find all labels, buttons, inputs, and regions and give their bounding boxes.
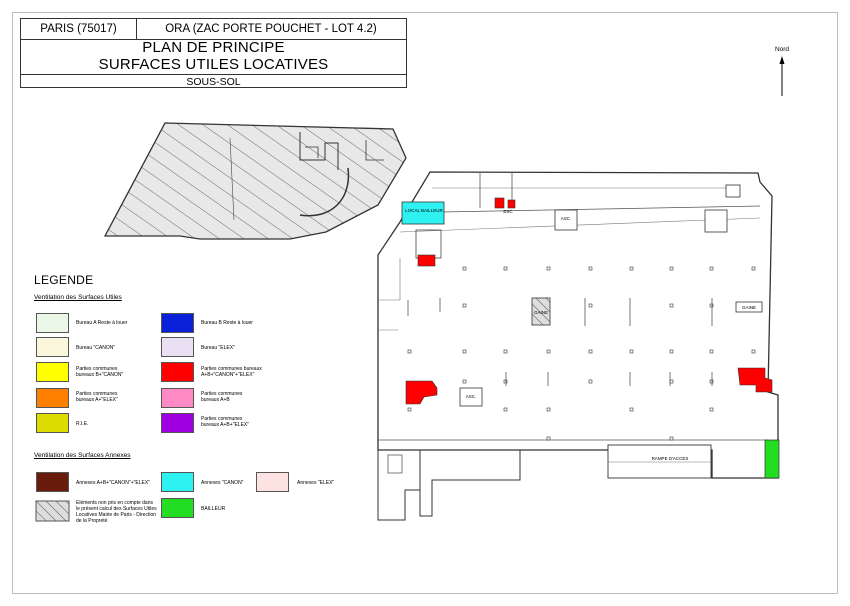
label-gaine-center: GAINE (533, 310, 548, 315)
legend-label-pc-a-elex: Parties communes bureaux A+"ELEX" (76, 391, 118, 403)
level-label: SOUS-SOL (21, 74, 406, 89)
legend-label-annex-elex: Annexes "ELEX" (297, 480, 335, 486)
project-label: ORA (ZAC PORTE POUCHET - LOT 4.2) (165, 23, 377, 35)
legend-swatch-elex (161, 337, 194, 357)
plan-title: PLAN DE PRINCIPE (142, 39, 285, 56)
legend-swatch-pc-a-elex (36, 388, 69, 408)
legend-label-annex-all: Annexes A+B+"CANON"+"ELEX" (76, 480, 150, 486)
room-common-red-2 (494, 197, 505, 209)
legend-label-pc-a-b: Parties communes bureaux A+B (201, 391, 243, 403)
room-common-red-3 (507, 199, 516, 209)
legend-swatch-annex-all (36, 472, 69, 492)
basement-outline (377, 171, 779, 521)
label-asc-bottom: ASC. (465, 394, 477, 399)
title-block-header: PARIS (75017) ORA (ZAC PORTE POUCHET - L… (21, 19, 406, 40)
legend-label-bureau-b: Bureau B Reste à louer (201, 320, 253, 326)
room-local-bailleur (401, 201, 445, 225)
legend-swatch-pc-b-canon (36, 362, 69, 382)
legend-section-annex: Ventilation des Surfaces Annexes (34, 452, 131, 459)
room-bailleur-green (764, 439, 780, 479)
legend-swatch-bailleur (161, 498, 194, 518)
legend-swatch-hatch (35, 500, 70, 522)
legend-swatch-pc-all (161, 362, 194, 382)
legend-swatch-pc-a-b-elex (161, 413, 194, 433)
city-label: PARIS (75017) (21, 19, 137, 39)
legend-swatch-canon (36, 337, 69, 357)
room-common-red-4 (405, 380, 438, 405)
legend-label-bureau-a: Bureau A Reste à louer (76, 320, 128, 326)
legend-label-pc-all: Parties communes bureaux A+B+"CANON"+"EL… (201, 366, 262, 378)
drawing-frame (12, 12, 838, 594)
legend-label-bailleur: BAILLEUR (201, 506, 226, 512)
plan-subtitle: SURFACES UTILES LOCATIVES (98, 56, 329, 73)
legend-label-annex-canon: Annexes "CANON" (201, 480, 244, 486)
room-common-red-1 (417, 254, 436, 267)
legend-label-rie: R.I.E. (76, 421, 89, 427)
label-rampe: RAMPE D'ACCES (651, 456, 689, 461)
label-asc-top: ASC. (560, 216, 572, 221)
legend-swatch-bureau-b (161, 313, 194, 333)
legend-label-pc-a-b-elex: Parties communes bureaux A+B+"ELEX" (201, 416, 250, 428)
label-esc: ESC (503, 209, 513, 214)
label-gaine-right: GAINE (741, 305, 756, 310)
north-label: Nord (774, 46, 790, 53)
legend-swatch-bureau-a (36, 313, 69, 333)
label-local-bailleur: LOCAL BAILLEUR (405, 208, 443, 213)
room-common-red-5 (737, 367, 773, 393)
legend-title: LEGENDE (34, 273, 94, 287)
legend-label-pc-b-canon: Parties communes bureaux B+"CANON" (76, 366, 124, 378)
title-block: PARIS (75017) ORA (ZAC PORTE POUCHET - L… (20, 18, 407, 88)
legend-swatch-pc-a-b (161, 388, 194, 408)
legend-label-canon: Bureau "CANON" (76, 345, 116, 351)
legend-swatch-annex-canon (161, 472, 194, 492)
legend-label-excluded: Eléments non pris en compte dans le prés… (76, 500, 157, 524)
legend-swatch-rie (36, 413, 69, 433)
legend-swatch-annex-elex (256, 472, 289, 492)
north-arrow-icon (779, 56, 785, 96)
legend-section-useful: Ventilation des Surfaces Utiles (34, 294, 122, 301)
legend-label-elex: Bureau "ELEX" (201, 345, 235, 351)
hatched-zone-mairie (103, 122, 407, 240)
